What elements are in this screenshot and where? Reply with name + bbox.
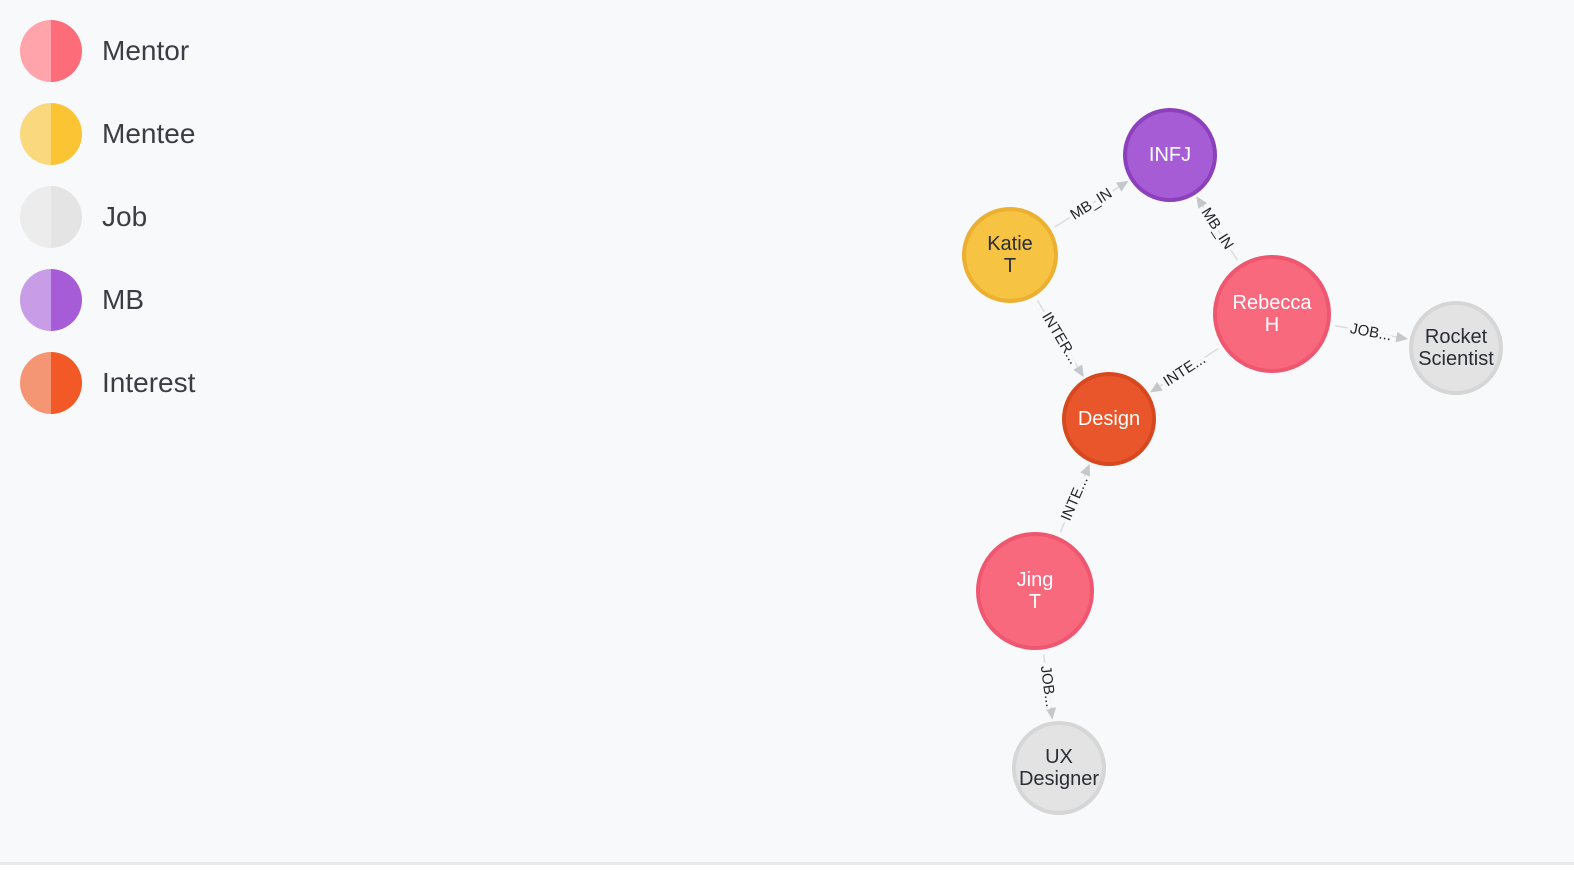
graph-edge-rebecca-design[interactable]: INTE... [1150,347,1219,394]
edge-label[interactable]: INTE... [1054,470,1095,527]
node-circle [962,207,1058,303]
legend-item-interest[interactable]: Interest [20,352,195,414]
node-circle [1409,301,1503,395]
legend-swatch-mentor [20,20,82,82]
legend-item-job[interactable]: Job [20,186,195,248]
edge-label[interactable]: JOB... [1345,317,1396,348]
graph-node-design[interactable]: Design [1062,372,1156,466]
legend-item-mentee[interactable]: Mentee [20,103,195,165]
edge-line [1196,196,1239,261]
graph-edge-rebecca-infj[interactable]: MB_IN [1194,196,1240,261]
node-circle [1123,108,1217,202]
legend-label: Mentee [102,118,196,149]
legend-label: MB [102,284,144,315]
node-circle [1012,721,1106,815]
graph-edge-jing-design[interactable]: INTE... [1054,463,1095,533]
edge-line [1150,348,1219,393]
edge-label[interactable]: INTER... [1035,306,1086,371]
edge-line [1054,180,1129,228]
legend-item-mentor[interactable]: Mentor [20,20,195,82]
edge-line [1334,324,1408,343]
edge-label[interactable]: INTE... [1157,347,1212,394]
bottom-strip [0,865,1574,878]
legend-swatch-mentee [20,103,82,165]
legend-label: Job [102,201,148,232]
edge-line [1059,463,1090,533]
legend-swatch-interest [20,352,82,414]
legend-swatch-job [20,186,82,248]
legend-label: Interest [102,367,196,398]
legend-item-mb[interactable]: MB [20,269,195,331]
bottom-divider [0,862,1574,865]
edge-label[interactable]: MB_IN [1064,181,1119,227]
edge-line [1042,654,1057,720]
legend-label: Mentor [102,35,190,66]
graph-edge-katie-design[interactable]: INTER... [1035,299,1086,378]
graph-edge-rebecca-rocket[interactable]: JOB... [1334,317,1408,348]
node-circle [1213,255,1331,373]
edge-line [1036,299,1084,378]
legend-swatch-mb [20,269,82,331]
node-circle [976,532,1094,650]
edge-label[interactable]: JOB... [1033,661,1062,712]
graph-edge-jing-ux[interactable]: JOB... [1033,654,1063,720]
node-circle [1062,372,1156,466]
graph-node-infj[interactable]: INFJ [1123,108,1217,202]
edge-label[interactable]: MB_IN [1194,201,1240,256]
graph-edge-katie-infj[interactable]: MB_IN [1054,180,1129,228]
